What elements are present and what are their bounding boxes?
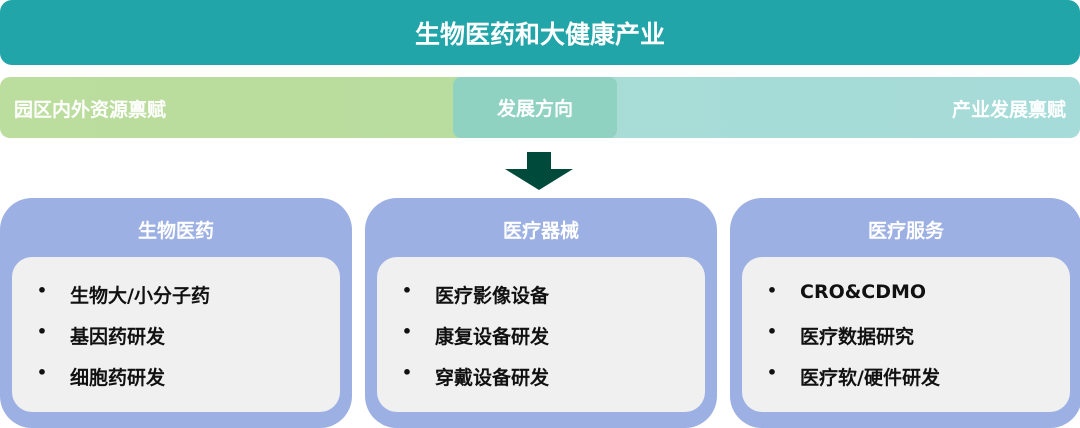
bullet-icon: • — [766, 322, 778, 341]
list-item: • 穿戴设备研发 — [377, 363, 705, 404]
bullet-icon: • — [766, 363, 778, 382]
bullet-icon: • — [401, 281, 413, 300]
bullet-icon: • — [401, 322, 413, 341]
card-title: 医疗器械 — [502, 220, 579, 242]
category-card: 生物医药 • 生物大/小分子药 • 基因药研发 • 细胞药研发 — [0, 198, 352, 428]
card-list: • CRO&CDMO • 医疗数据研究 • 医疗软/硬件研发 — [742, 257, 1070, 412]
list-item: • 细胞药研发 — [12, 363, 340, 404]
item-text: 医疗软/硬件研发 — [800, 367, 940, 389]
list-item: • 基因药研发 — [12, 322, 340, 363]
bullet-icon: • — [36, 363, 48, 382]
card-list: • 医疗影像设备 • 康复设备研发 • 穿戴设备研发 — [377, 257, 705, 412]
item-text: 细胞药研发 — [70, 367, 166, 389]
list-item: • 康复设备研发 — [377, 322, 705, 363]
factor-bar: 园区内外资源禀赋 发展方向 产业发展禀赋 — [0, 77, 1080, 138]
bullet-icon: • — [36, 322, 48, 341]
list-item: • 医疗软/硬件研发 — [742, 363, 1070, 404]
list-item: • 生物大/小分子药 — [12, 281, 340, 322]
item-text: 医疗影像设备 — [435, 285, 550, 307]
bullet-icon: • — [766, 281, 778, 300]
list-item: • 医疗数据研究 — [742, 322, 1070, 363]
industry-endowment-label: 产业发展禀赋 — [951, 99, 1066, 121]
card-list: • 生物大/小分子药 • 基因药研发 • 细胞药研发 — [12, 257, 340, 412]
bullet-icon: • — [36, 281, 48, 300]
direction-box: 发展方向 — [453, 77, 617, 138]
card-title: 生物医药 — [137, 220, 214, 242]
item-text: 医疗数据研究 — [800, 326, 915, 348]
item-text: CRO&CDMO — [800, 281, 927, 303]
industry-title-banner: 生物医药和大健康产业 — [0, 0, 1080, 65]
industry-title: 生物医药和大健康产业 — [414, 19, 665, 49]
down-arrow-icon — [505, 152, 573, 190]
bullet-icon: • — [401, 363, 413, 382]
list-item: • 医疗影像设备 — [377, 281, 705, 322]
item-text: 穿戴设备研发 — [435, 367, 550, 389]
list-item: • CRO&CDMO — [742, 281, 1070, 322]
item-text: 生物大/小分子药 — [70, 285, 210, 307]
category-card: 医疗服务 • CRO&CDMO • 医疗数据研究 • 医疗软/硬件研发 — [730, 198, 1080, 428]
item-text: 基因药研发 — [70, 326, 166, 348]
park-resources-label: 园区内外资源禀赋 — [14, 99, 167, 121]
category-card: 医疗器械 • 医疗影像设备 • 康复设备研发 • 穿戴设备研发 — [365, 198, 717, 428]
item-text: 康复设备研发 — [435, 326, 550, 348]
card-title: 医疗服务 — [867, 220, 944, 242]
direction-label: 发展方向 — [496, 98, 573, 120]
